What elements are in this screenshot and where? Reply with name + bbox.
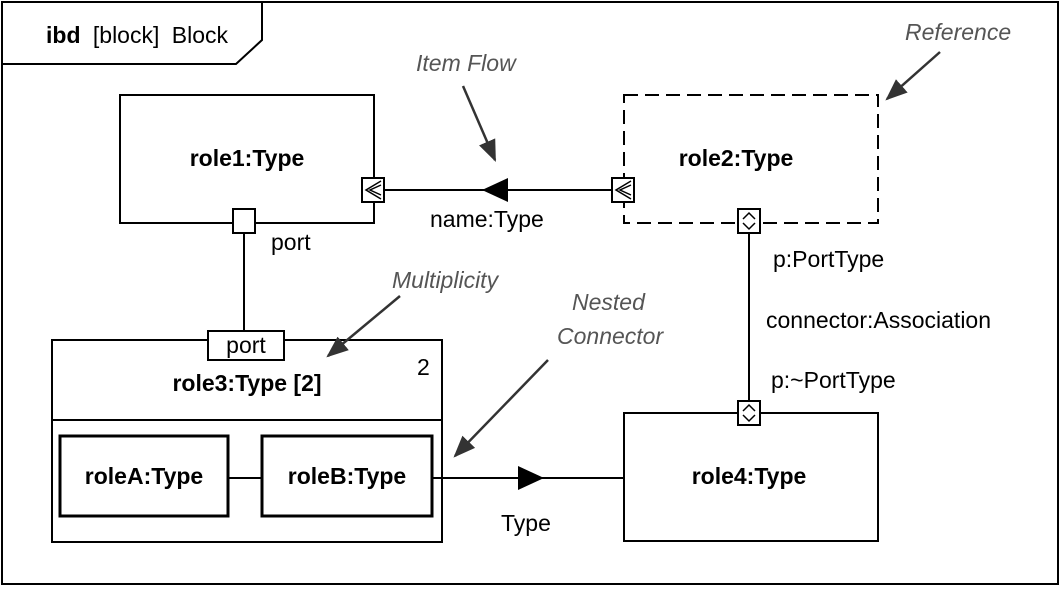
frame-heading-tab xyxy=(2,2,263,65)
frame-kind: [block] xyxy=(93,22,159,48)
note-reference-arrow xyxy=(885,51,941,101)
role3-multiplicity: 2 xyxy=(417,354,430,380)
note-reference: Reference xyxy=(905,19,1011,45)
note-item-flow-arrow xyxy=(461,85,497,163)
role4-label: role4:Type xyxy=(692,463,807,489)
note-multiplicity-arrow xyxy=(326,295,401,358)
note-nested-connector-arrow xyxy=(453,359,549,458)
role4-proxy-port[interactable] xyxy=(737,400,761,426)
item-flow-arrowhead xyxy=(482,178,508,202)
role1-flow-port[interactable] xyxy=(361,177,385,203)
role2-reference-block[interactable] xyxy=(623,94,879,224)
role2-port-type-label: p:PortType xyxy=(773,246,884,272)
role4-block[interactable] xyxy=(623,412,879,542)
role4-port-type-label: p:~PortType xyxy=(771,367,896,393)
role1-port-label: port xyxy=(271,229,311,255)
role2-proxy-port[interactable] xyxy=(737,208,761,234)
role3-label: role3:Type [2] xyxy=(172,370,321,396)
role2-label: role2:Type xyxy=(679,145,794,171)
note-nested-connector-line2: Connector xyxy=(557,323,664,349)
item-flow-label: name:Type xyxy=(430,206,544,232)
role3-port[interactable] xyxy=(207,330,285,361)
role1-label: role1:Type xyxy=(190,145,305,171)
note-multiplicity: Multiplicity xyxy=(392,267,500,293)
frame-keyword: ibd xyxy=(46,22,81,48)
roleA-block[interactable] xyxy=(58,434,230,518)
roleA-label: roleA:Type xyxy=(85,463,203,489)
roleB-block[interactable] xyxy=(260,434,434,518)
roleB-label: roleB:Type xyxy=(288,463,406,489)
role1-port[interactable] xyxy=(232,208,256,234)
note-item-flow: Item Flow xyxy=(416,50,517,76)
frame-heading: ibd [block] Block xyxy=(46,22,229,48)
frame-name: Block xyxy=(172,22,229,48)
association-label: connector:Association xyxy=(766,307,991,333)
nested-connector-arrowhead xyxy=(518,466,544,490)
note-nested-connector-line1: Nested xyxy=(572,289,646,315)
role3-port-label: port xyxy=(226,332,266,358)
role2-flow-port[interactable] xyxy=(611,177,635,203)
role1-block[interactable] xyxy=(119,94,375,224)
nested-connector-label: Type xyxy=(501,510,551,536)
